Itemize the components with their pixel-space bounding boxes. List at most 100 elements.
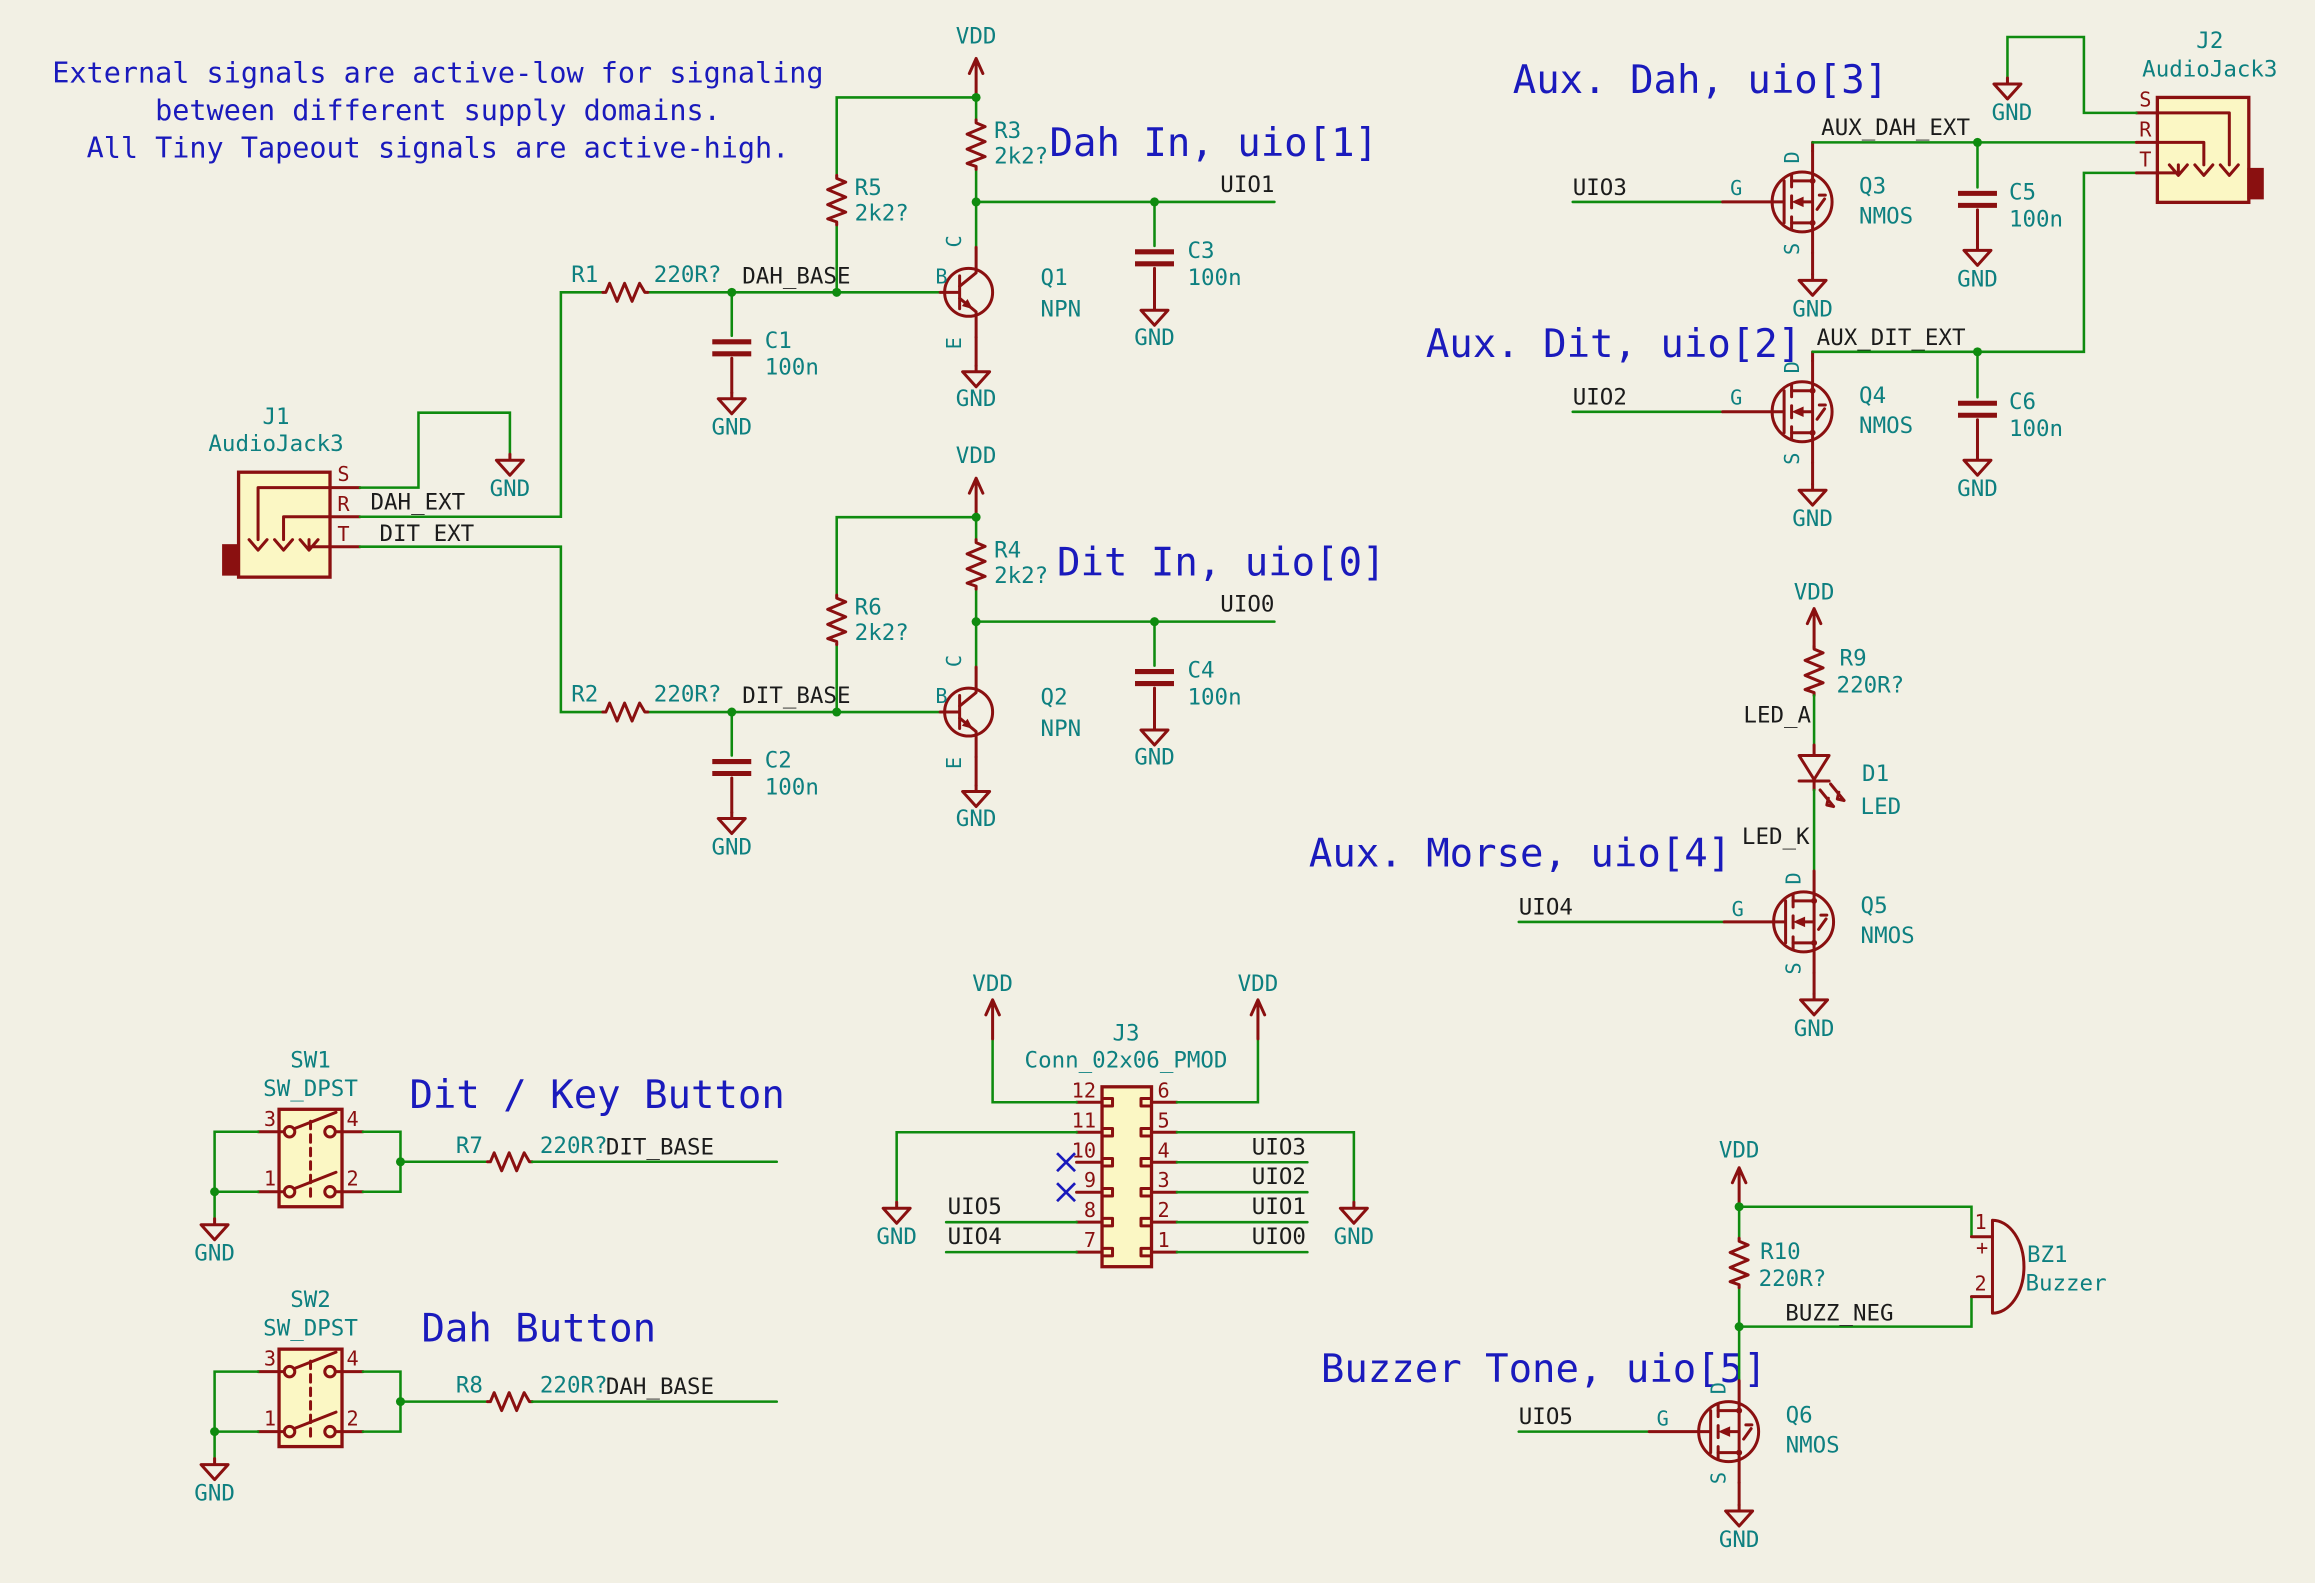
j1-pin-t: T xyxy=(337,522,349,546)
q5-pin-s: S xyxy=(1782,962,1806,974)
sw1-pin-stubs xyxy=(256,1130,365,1194)
gnd-label: GND xyxy=(956,386,997,412)
sw1-ref: SW1 xyxy=(290,1047,331,1073)
dah-in-stage: Dah In, uio[1] VDD R3 2k2? R5 2k2? R1 22… xyxy=(571,23,1378,440)
switch-sw1-block: Dit / Key Button SW1 SW_DPST 3 4 1 2 GND… xyxy=(194,1047,785,1266)
r1-ref: R1 xyxy=(571,262,598,288)
resistor-r10 xyxy=(1728,1236,1750,1290)
gnd-label: GND xyxy=(956,806,997,832)
transistor-q4 xyxy=(1721,359,1834,465)
j2-pin-r: R xyxy=(2139,117,2152,141)
j1-ref: J1 xyxy=(263,404,290,430)
j2-gnd-wire xyxy=(2006,35,2138,115)
gnd-label: GND xyxy=(711,415,752,441)
q3-value: NMOS xyxy=(1859,203,1913,229)
gnd-label: GND xyxy=(194,1481,235,1507)
j3-pin-9: 9 xyxy=(1084,1168,1096,1192)
j3-pin-3: 3 xyxy=(1158,1168,1170,1192)
net-uio1: UIO1 xyxy=(1220,172,1274,198)
net-dah-base: DAH_BASE xyxy=(742,263,850,289)
gnd-symbol xyxy=(716,391,747,416)
r8-ref: R8 xyxy=(456,1373,483,1399)
resistor-r5 xyxy=(826,173,848,227)
j2-contacts xyxy=(2155,111,2240,177)
bz1-pin-plus: + xyxy=(1976,1236,1988,1260)
sw1-pin-3: 3 xyxy=(264,1107,276,1131)
stage-wires xyxy=(646,96,1276,294)
r5-value: 2k2? xyxy=(855,200,909,226)
gnd-label: GND xyxy=(1334,1224,1375,1250)
q4-pin-s: S xyxy=(1780,453,1804,465)
capacitor-c1 xyxy=(712,342,751,354)
c6-value: 100n xyxy=(2009,416,2063,442)
net-uio3-j3: UIO3 xyxy=(1252,1134,1306,1160)
vdd-symbol xyxy=(1805,607,1823,650)
resistor-r6 xyxy=(826,593,848,647)
note-line-3: All Tiny Tapeout signals are active-high… xyxy=(87,131,790,164)
transistor-q6 xyxy=(1647,1379,1761,1485)
bz1-pin-2: 2 xyxy=(1974,1272,1986,1296)
r5-ref: R5 xyxy=(855,175,882,201)
gnd-label: GND xyxy=(1792,296,1833,322)
net-uio0: UIO0 xyxy=(1220,592,1274,618)
q2-pin-e: E xyxy=(942,757,966,769)
net-led-a: LED_A xyxy=(1743,703,1811,729)
gnd-label: GND xyxy=(1992,100,2033,126)
sw2-pin-4: 4 xyxy=(347,1347,359,1371)
notes-block: External signals are active-low for sign… xyxy=(52,56,823,164)
q2-pin-b: B xyxy=(935,684,947,708)
net-dit-base-sw: DIT_BASE xyxy=(606,1134,714,1160)
j3-value: Conn_02x06_PMOD xyxy=(1025,1047,1228,1073)
gnd-symbol xyxy=(199,1217,230,1242)
j3-pin-1: 1 xyxy=(1158,1228,1170,1252)
buzzer-bz1 xyxy=(1969,1218,2026,1315)
c3-value: 100n xyxy=(1187,265,1241,291)
transistor-q3 xyxy=(1721,149,1834,255)
heading-aux-dah: Aux. Dah, uio[3] xyxy=(1513,58,1888,103)
j1-pin-stubs xyxy=(328,486,362,549)
q1-ref: Q1 xyxy=(1041,265,1068,291)
gnd-label: GND xyxy=(876,1224,917,1250)
q3-pin-d: D xyxy=(1780,151,1804,163)
net-dit-base: DIT_BASE xyxy=(742,683,850,709)
net-uio5-j3: UIO5 xyxy=(948,1194,1002,1220)
sw2-levers xyxy=(292,1350,338,1431)
j3-gnd-right-wire xyxy=(1175,1130,1356,1204)
q2-ref: Q2 xyxy=(1041,685,1068,711)
c5-value: 100n xyxy=(2009,206,2063,232)
gnd-label: GND xyxy=(711,834,752,860)
j3-vdd-right-wire xyxy=(1175,1037,1260,1104)
q2-pin-c: C xyxy=(942,655,966,667)
gnd-symbol xyxy=(1724,1503,1755,1528)
transistor-q5 xyxy=(1722,869,1836,975)
r8-value: 220R? xyxy=(540,1373,608,1399)
sw2-wires xyxy=(213,1370,489,1460)
j2-pin-stubs xyxy=(2134,111,2159,175)
aux-dit-ext-wire xyxy=(1811,171,2138,354)
d1-ref: D1 xyxy=(1862,761,1889,787)
net-uio1-j3: UIO1 xyxy=(1252,1194,1306,1220)
q5-value: NMOS xyxy=(1861,923,1915,949)
gnd-label: GND xyxy=(1134,325,1175,351)
capacitor-c6 xyxy=(1958,403,1997,415)
c2-value: 100n xyxy=(765,774,819,800)
j3-pin-notches xyxy=(1100,1097,1154,1258)
c6-ref: C6 xyxy=(2009,389,2036,415)
gnd-symbol xyxy=(1962,452,1993,477)
sw2-value: SW_DPST xyxy=(263,1316,358,1342)
q4-ref: Q4 xyxy=(1859,383,1886,409)
q6-pin-s: S xyxy=(1707,1472,1731,1484)
r2-value: 220R? xyxy=(654,682,722,708)
gnd-symbol xyxy=(961,784,992,808)
net-uio2-j3: UIO2 xyxy=(1252,1164,1306,1190)
j3-pin-10: 10 xyxy=(1072,1138,1096,1162)
buzzer-wires xyxy=(1737,1205,1973,1382)
sw2-pin-stubs xyxy=(256,1370,365,1434)
j3-gnd-left-wire xyxy=(895,1130,1078,1204)
vdd-symbol xyxy=(1730,1166,1748,1209)
resistor-r9 xyxy=(1803,644,1825,698)
sw2-pin-1: 1 xyxy=(264,1407,276,1431)
gnd-symbol xyxy=(1139,302,1170,327)
led-d1 xyxy=(1797,743,1846,808)
